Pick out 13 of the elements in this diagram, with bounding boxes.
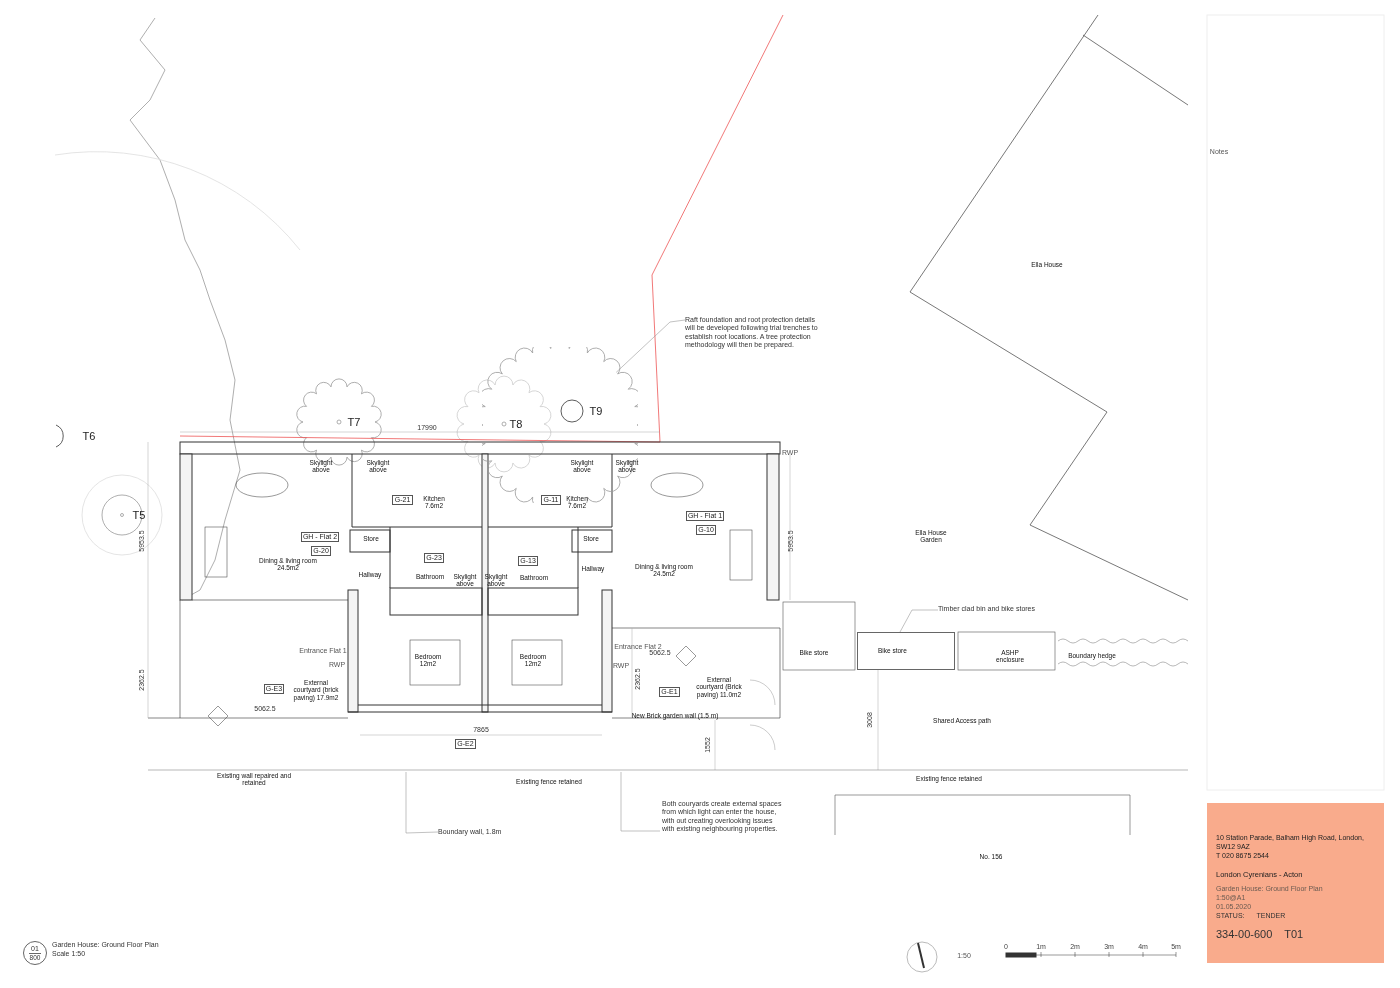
tree-canopy bbox=[482, 347, 638, 503]
leader-line bbox=[620, 771, 661, 832]
tree-label: T5 bbox=[132, 507, 146, 523]
leader-line bbox=[405, 771, 439, 834]
drawing-number: 334-00-600 bbox=[1216, 928, 1273, 941]
tree-label: T9 bbox=[589, 403, 603, 419]
tree-label: T8 bbox=[509, 416, 523, 432]
leader-line bbox=[615, 319, 686, 373]
tree-label: T6 bbox=[82, 428, 96, 444]
leader-line bbox=[899, 609, 939, 633]
title-block bbox=[1207, 803, 1384, 963]
tree-label: T7 bbox=[347, 414, 361, 430]
drawing-number: T01 bbox=[1284, 928, 1304, 941]
